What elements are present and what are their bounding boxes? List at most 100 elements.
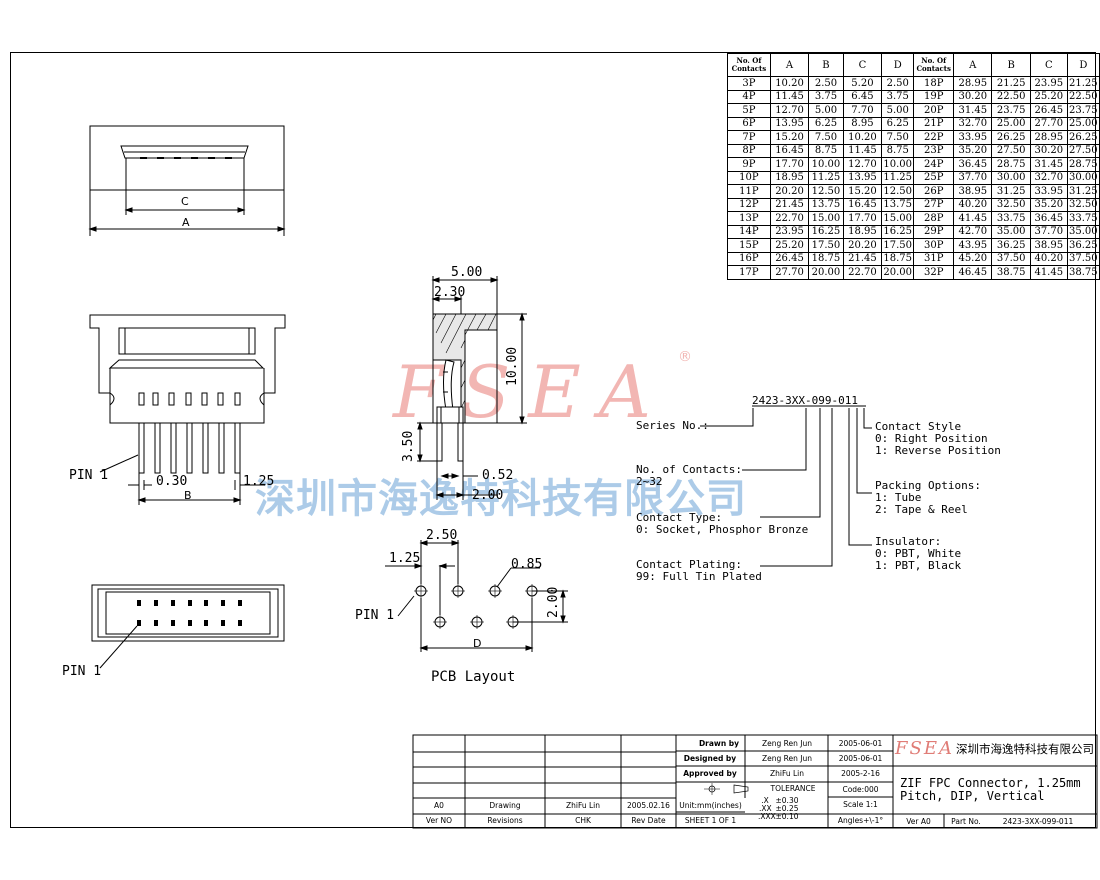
table-cell: 5P [727, 103, 771, 118]
table-cell: 3P [727, 76, 771, 91]
table-cell: 10.00 [808, 157, 844, 172]
table-cell: 35.00 [991, 224, 1031, 239]
version-label: Ver A0 [906, 817, 931, 826]
table-cell: 36.45 [1029, 211, 1068, 226]
table-cell: 22.70 [842, 265, 883, 280]
drawn-date: 2005-06-01 [838, 739, 883, 748]
col-header: C [842, 53, 883, 77]
table-cell: 12.50 [881, 184, 915, 199]
tolerance-label: TOLERANCE [770, 784, 816, 793]
front-view [89, 314, 286, 505]
tol-xxx: .XXX [758, 812, 776, 821]
tol-xx-value: ±0.25 [775, 804, 799, 813]
table-cell: 22.50 [991, 89, 1031, 104]
table-cell: 27.50 [1066, 143, 1100, 158]
table-cell: 10.20 [842, 130, 883, 145]
table-cell: 41.45 [1029, 265, 1068, 280]
table-cell: 17.70 [769, 157, 810, 172]
table-cell: 16.45 [769, 143, 810, 158]
product-title-line2: Pitch, DIP, Vertical [900, 789, 1045, 803]
table-cell: 21P [913, 116, 955, 131]
dim-052-label: 0.52 [482, 468, 514, 483]
table-cell: 13.75 [808, 197, 844, 212]
designed-name: Zeng Ren Jun [762, 754, 812, 763]
table-cell: 21.45 [769, 197, 810, 212]
table-cell: 37.70 [953, 170, 993, 185]
table-cell: 7.70 [842, 103, 883, 118]
table-cell: 31.45 [953, 103, 993, 118]
approved-name: ZhiFu Lin [769, 769, 805, 778]
table-cell: 20.20 [769, 184, 810, 199]
col-header: B [991, 53, 1031, 77]
product-title-line1: ZIF FPC Connector, 1.25mm [900, 776, 1081, 790]
table-cell: 38.75 [991, 265, 1031, 280]
table-cell: 20.00 [881, 265, 915, 280]
table-cell: 36.45 [953, 157, 993, 172]
table-cell: 9P [727, 157, 771, 172]
table-cell: 17.70 [842, 211, 883, 226]
table-cell: 30.00 [991, 170, 1031, 185]
table-cell: 33.95 [953, 130, 993, 145]
col-header: D [881, 53, 915, 77]
table-cell: 35.00 [1066, 224, 1100, 239]
table-cell: 35.20 [1029, 197, 1068, 212]
header-chk: CHK [575, 816, 591, 825]
insulator-label: Insulator: [875, 535, 942, 548]
table-cell: 16.25 [881, 224, 915, 239]
part-number-leaders [700, 405, 872, 567]
table-cell: 19P [913, 89, 955, 104]
table-cell: 2.50 [881, 76, 915, 91]
bottom-pin1-label: PIN 1 [62, 664, 102, 679]
table-cell: 23.95 [1029, 76, 1068, 91]
series-label: Series No.: [636, 419, 709, 432]
table-cell: 38.95 [1029, 238, 1068, 253]
table-cell: 17.50 [808, 238, 844, 253]
table-cell: 12.70 [769, 103, 810, 118]
style-label: Contact Style [875, 420, 962, 433]
table-header-row: No. Of Contacts A B C D No. Of Contacts … [727, 53, 1100, 77]
pcb-dim-d: D [473, 637, 482, 650]
drawn-label: Drawn by [698, 739, 740, 748]
table-cell: 22.70 [769, 211, 810, 226]
table-cell: 32.50 [1066, 197, 1100, 212]
table-cell: 33.75 [991, 211, 1031, 226]
table-cell: 23.75 [991, 103, 1031, 118]
insulator-0: 0: PBT, White [875, 547, 962, 560]
approved-label: Approved by [683, 769, 737, 778]
table-cell: 23P [913, 143, 955, 158]
table-cell: 21.25 [991, 76, 1031, 91]
table-cell: 15.00 [881, 211, 915, 226]
table-cell: 16.45 [842, 197, 883, 212]
contacts-label: No. of Contacts: [636, 463, 742, 476]
table-cell: 15.20 [769, 130, 810, 145]
table-cell: 40.20 [1029, 251, 1068, 266]
table-cell: 15.00 [808, 211, 844, 226]
header-ver-no: Ver NO [425, 816, 453, 825]
table-cell: 31.45 [1029, 157, 1068, 172]
angles-label: Angles+\-1° [837, 816, 884, 825]
table-cell: 35.20 [953, 143, 993, 158]
style-1: 1: Reverse Position [875, 444, 1001, 457]
header-revisions: Revisions [487, 816, 523, 825]
table-cell: 6P [727, 116, 771, 131]
side-section-view [417, 276, 527, 500]
approved-date: 2005-2-16 [841, 769, 880, 778]
table-cell: 24P [913, 157, 955, 172]
packing-label: Packing Options: [875, 479, 981, 492]
part-no-value: 2423-3XX-099-011 [1002, 817, 1074, 826]
table-cell: 5.00 [808, 103, 844, 118]
table-cell: 30.00 [1066, 170, 1100, 185]
table-cell: 8.95 [842, 116, 883, 131]
rev-drawing: Drawing [489, 801, 521, 810]
dim-b-label: B [184, 489, 192, 502]
rev-chk: ZhiFu Lin [565, 801, 601, 810]
table-cell: 22.50 [1066, 89, 1100, 104]
